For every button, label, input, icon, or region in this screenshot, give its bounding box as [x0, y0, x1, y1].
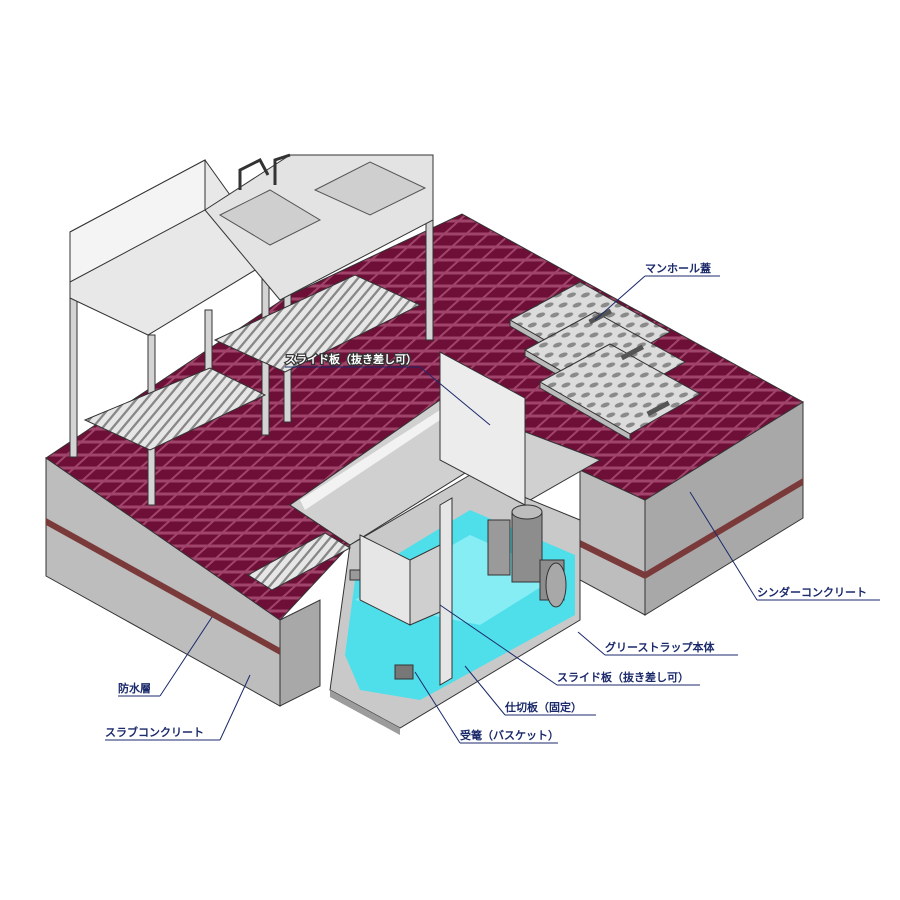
svg-text:仕切板（固定）: 仕切板（固定） [504, 700, 582, 714]
svg-text:受篭（バスケット）: 受篭（バスケット） [460, 728, 559, 742]
basket [394, 664, 414, 680]
svg-text:スライド板（抜き差し可）: スライド板（抜き差し可） [557, 670, 689, 684]
partition-plate [439, 497, 453, 686]
svg-text:グリーストラップ本体: グリーストラップ本体 [605, 640, 715, 654]
sink-table [69, 153, 434, 506]
svg-text:シンダーコンクリート: シンダーコンクリート [757, 585, 867, 599]
right-slab-block [579, 401, 804, 616]
floor-grating [247, 532, 352, 591]
slide-plate-removed [439, 351, 526, 506]
label-partition-plate: 仕切板（固定） [464, 665, 596, 716]
waterproof-layer-left [46, 518, 280, 655]
outlet-pipe [487, 504, 567, 608]
label-slab-concrete: スラブコンクリート [105, 674, 251, 741]
svg-text:マンホール蓋: マンホール蓋 [645, 261, 711, 275]
label-basket: 受篭（バスケット） [414, 671, 559, 744]
svg-text:防水層: 防水層 [118, 681, 151, 695]
svg-text:スライド板（抜き差し可）: スライド板（抜き差し可） [285, 352, 417, 366]
label-cinder-concrete: シンダーコンクリート [689, 491, 880, 601]
slide-plate-in-pit [359, 534, 441, 626]
label-slide-plate: スライド板（抜き差し可） [439, 604, 700, 686]
label-manhole-cover: マンホール蓋 [594, 261, 720, 321]
left-slab-block [45, 457, 321, 707]
label-waterproof-layer: 防水層 [118, 616, 213, 697]
svg-text:スラブコンクリート: スラブコンクリート [105, 725, 204, 739]
label-grease-trap-body: グリーストラップ本体 [577, 631, 738, 656]
manhole-covers [508, 281, 702, 441]
label-slide-plate-top: スライド板（抜き差し可） [284, 351, 491, 426]
